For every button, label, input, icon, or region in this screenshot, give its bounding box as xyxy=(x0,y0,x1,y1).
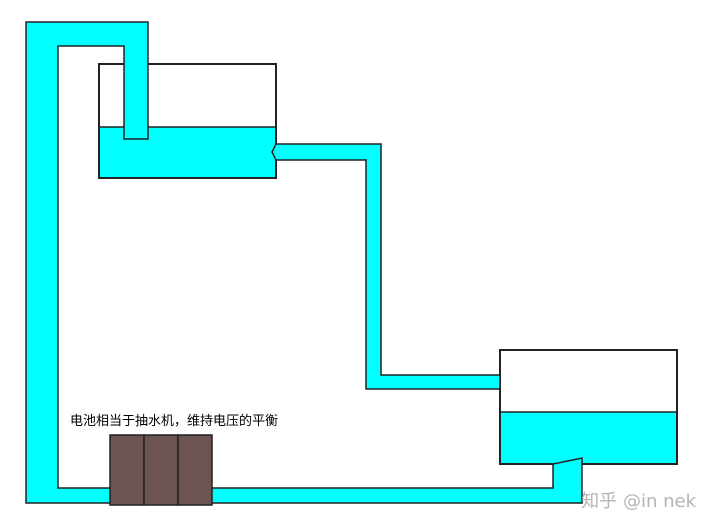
connecting-pipe xyxy=(271,143,501,390)
return-pipe xyxy=(25,21,583,504)
battery-cell-3 xyxy=(177,434,213,506)
diagram-caption: 电池相当于抽水机，维持电压的平衡 xyxy=(70,414,279,429)
watermark: 知乎 @in nek xyxy=(581,491,696,512)
battery xyxy=(109,434,213,506)
lower-tank-water xyxy=(501,412,676,463)
battery-cell-1 xyxy=(109,434,145,506)
battery-cell-2 xyxy=(143,434,179,506)
